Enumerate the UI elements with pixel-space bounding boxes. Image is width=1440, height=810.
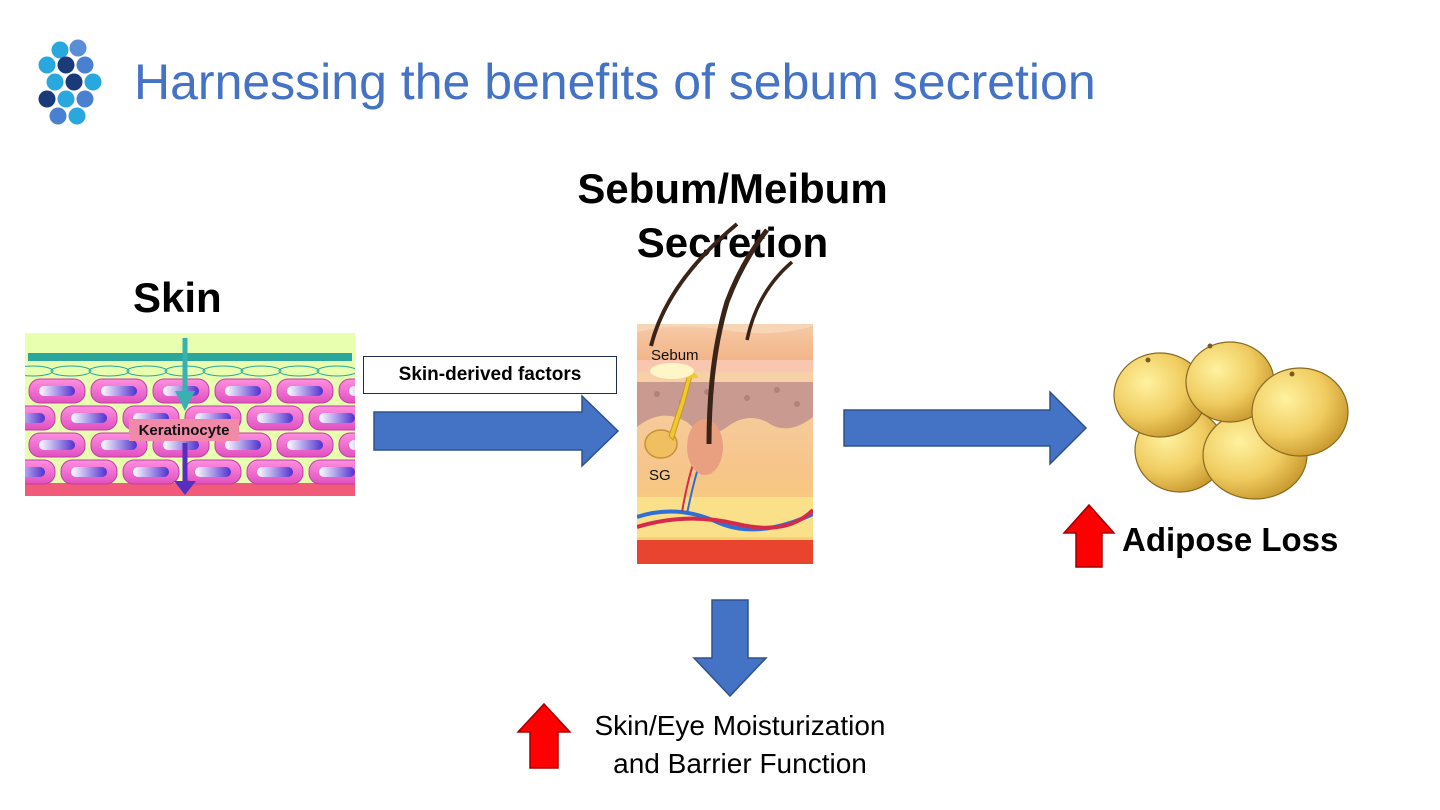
arrow-right-skin-to-secretion [373,394,620,468]
arrow-down-to-moisturization [692,599,768,698]
secretion-label-line1: Sebum/Meibum [577,165,888,212]
sebaceous-follicle-illustration: Sebum SG [637,222,813,564]
keratinocyte-illustration: Keratinocyte [25,333,355,496]
red-up-arrow-moisturization [516,702,572,769]
sebum-label: Sebum [651,347,699,364]
skin-derived-factors-box: Skin-derived factors [363,356,617,394]
logo-dots [38,39,102,125]
keratinocyte-label: Keratinocyte [139,422,230,439]
slide-title: Harnessing the benefits of sebum secreti… [134,54,1096,110]
adipose-loss-label: Adipose Loss [1122,521,1339,558]
arrow-right-secretion-to-adipose [843,390,1088,466]
adipocytes-illustration [1113,341,1349,500]
moisturization-label: Skin/Eye Moisturization and Barrier Func… [575,707,905,783]
moisturization-line1: Skin/Eye Moisturization [594,710,886,741]
sg-label: SG [649,467,671,484]
skin-label: Skin [133,274,222,321]
red-up-arrow-adipose [1062,503,1116,568]
moisturization-line2: and Barrier Function [613,748,867,779]
